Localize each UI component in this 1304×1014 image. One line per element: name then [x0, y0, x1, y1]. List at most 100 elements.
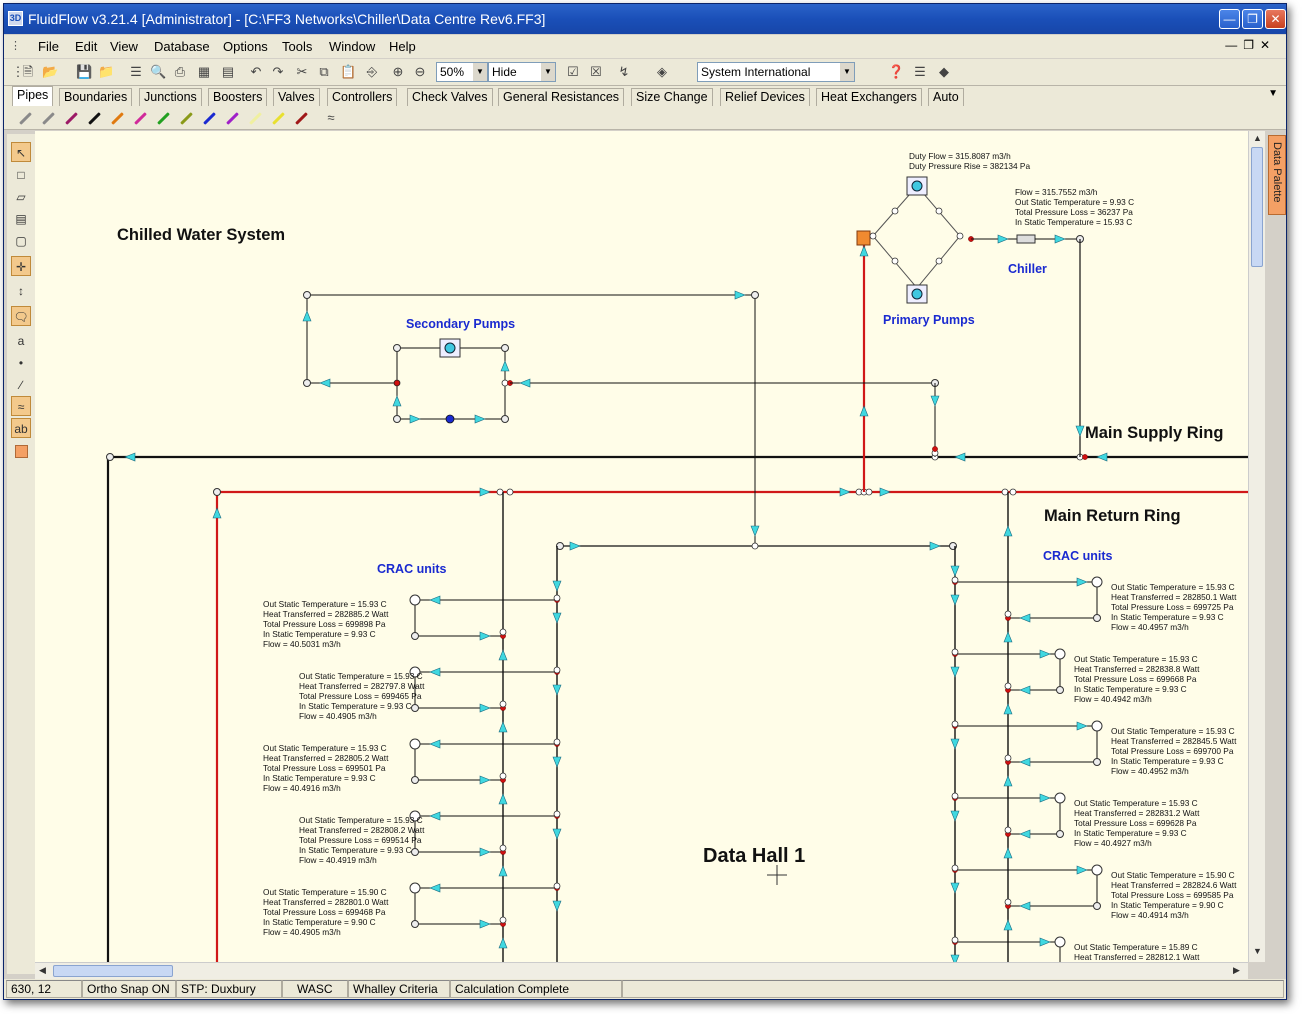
annotation-icon[interactable]: 🗨 — [11, 306, 31, 326]
tab-boundaries[interactable]: Boundaries — [59, 88, 133, 106]
new-file-icon[interactable]: 🗎 — [22, 64, 34, 79]
copy-icon[interactable]: ⧉ — [319, 64, 329, 79]
tab-junctions[interactable]: Junctions — [139, 88, 202, 106]
pipe-color-swatch[interactable] — [272, 112, 285, 125]
status-snap[interactable]: Ortho Snap ON — [82, 980, 176, 998]
resize-icon[interactable]: ▢ — [15, 234, 27, 248]
tab-check-valves[interactable]: Check Valves — [407, 88, 493, 106]
tab-heat-exchangers[interactable]: Heat Exchangers — [816, 88, 922, 106]
pipe-color-swatch[interactable] — [203, 112, 216, 125]
mdi-window-controls[interactable]: —❐✕ — [1225, 38, 1276, 52]
move-icon[interactable]: ✛ — [11, 256, 31, 276]
flow-arrow-icon — [950, 666, 960, 678]
pipe-color-swatch[interactable] — [180, 112, 193, 125]
node-icon[interactable]: • — [18, 356, 24, 370]
scroll-left-icon[interactable]: ◀ — [39, 965, 46, 975]
scroll-right-icon[interactable]: ▶ — [1233, 965, 1240, 975]
pipe-color-swatch[interactable] — [134, 112, 147, 125]
print-icon[interactable]: ⎙ — [174, 64, 186, 79]
flow-arrow-icon — [1019, 685, 1031, 695]
pipe-color-swatch[interactable] — [65, 112, 78, 125]
open-folder-icon[interactable]: 📂 — [42, 64, 59, 79]
pipe-color-swatch[interactable] — [295, 112, 308, 125]
menu-view[interactable]: View — [110, 39, 138, 54]
menu-window[interactable]: Window — [329, 39, 376, 54]
display-select[interactable]: Hide▼ — [488, 62, 556, 82]
tab-general-resistances[interactable]: General Resistances — [498, 88, 625, 106]
tab-auto[interactable]: Auto — [928, 88, 964, 106]
pipe-color-swatch[interactable] — [249, 112, 262, 125]
zoom-out-icon[interactable]: ⊖ — [414, 64, 426, 79]
freeform-select-icon[interactable]: ▱ — [16, 190, 26, 204]
pipe-color-swatch[interactable] — [111, 112, 124, 125]
select-pointer-icon[interactable]: ↖ — [11, 142, 31, 162]
flow-arrow-icon — [500, 360, 510, 372]
tab-relief-devices[interactable]: Relief Devices — [720, 88, 810, 106]
data-palette-tab[interactable]: Data Palette — [1268, 135, 1286, 215]
maximize-button[interactable]: ❐ — [1242, 9, 1263, 29]
redo-icon[interactable]: ↷ — [272, 64, 284, 79]
label-a-icon[interactable]: a — [17, 334, 25, 348]
chevron-down-icon: ▼ — [473, 63, 487, 81]
export-icon[interactable]: ▦ — [197, 64, 211, 79]
pipe-draw-icon[interactable]: ≈ — [11, 396, 31, 416]
help-book-icon[interactable]: ❓ — [888, 64, 905, 79]
flexible-pipe-icon[interactable]: ≈ — [327, 110, 335, 125]
vertical-scrollbar[interactable]: ▲ ▼ — [1248, 131, 1265, 962]
vertical-scroll-thumb[interactable] — [1251, 147, 1263, 267]
scroll-down-icon[interactable]: ▼ — [1253, 946, 1262, 956]
menu-edit[interactable]: Edit — [75, 39, 98, 54]
menu-tools[interactable]: Tools — [282, 39, 313, 54]
tab-dropdown-icon[interactable]: ▼ — [1268, 88, 1278, 99]
scroll-up-icon[interactable]: ▲ — [1253, 133, 1262, 143]
save-icon[interactable]: 💾 — [76, 64, 93, 79]
print-preview-icon[interactable]: 🔍 — [150, 64, 167, 79]
menu-file[interactable]: File — [38, 39, 59, 54]
units-select[interactable]: System International▼ — [697, 62, 855, 82]
cut-icon[interactable]: ✂ — [296, 64, 308, 79]
undo-icon[interactable]: ↶ — [250, 64, 262, 79]
line-tool-icon[interactable]: ∕ — [19, 378, 22, 392]
tab-pipes[interactable]: Pipes — [12, 86, 54, 106]
menu-options[interactable]: Options — [223, 39, 268, 54]
minimize-button[interactable]: — — [1219, 9, 1240, 29]
tab-controllers[interactable]: Controllers — [327, 88, 398, 106]
crac-unit-icon — [409, 666, 421, 678]
pipe-color-swatch[interactable] — [88, 112, 101, 125]
chiller-exchanger-icon — [1016, 234, 1036, 244]
pipe-color-swatch[interactable] — [19, 112, 32, 125]
pipe-color-swatch[interactable] — [226, 112, 239, 125]
title-bar[interactable]: 3D FluidFlow v3.21.4 [Administrator] - [… — [4, 4, 1286, 34]
close-button[interactable]: ✕ — [1265, 9, 1286, 29]
clear-results-icon[interactable]: ☒ — [590, 64, 602, 79]
save-all-icon[interactable]: 📁 — [98, 64, 115, 79]
align-icon[interactable]: ↕ — [18, 284, 24, 298]
text-box-icon[interactable]: ▤ — [15, 212, 27, 226]
select-rectangle-icon[interactable]: □ — [17, 168, 25, 182]
tab-boosters[interactable]: Boosters — [208, 88, 268, 106]
checklist-icon[interactable]: ☑ — [567, 64, 579, 79]
fill-color-icon[interactable] — [11, 440, 31, 460]
tab-size-change[interactable]: Size Change — [631, 88, 713, 106]
find-icon[interactable]: ⎆ — [366, 64, 378, 79]
properties-icon[interactable]: ☰ — [130, 64, 142, 79]
horizontal-scrollbar[interactable]: ◀ ▶ — [35, 962, 1248, 979]
menu-help[interactable]: Help — [389, 39, 416, 54]
junction-node — [1001, 488, 1009, 496]
horizontal-scroll-thumb[interactable] — [53, 965, 173, 977]
menu-database[interactable]: Database — [154, 39, 210, 54]
flow-arrow-icon — [498, 865, 508, 877]
notes-icon[interactable]: ☰ — [914, 64, 926, 79]
eraser-icon[interactable]: ◈ — [657, 64, 667, 79]
text-ab-icon[interactable]: ab — [11, 418, 31, 438]
calculate-icon[interactable]: ↯ — [618, 64, 630, 79]
wizard-icon[interactable]: ◆ — [939, 64, 949, 79]
pipe-color-swatch[interactable] — [157, 112, 170, 125]
report-icon[interactable]: ▤ — [221, 64, 235, 79]
paste-icon[interactable]: 📋 — [340, 64, 357, 79]
zoom-select[interactable]: 50%▼ — [436, 62, 488, 82]
zoom-in-icon[interactable]: ⊕ — [392, 64, 404, 79]
pipe-color-swatch[interactable] — [42, 112, 55, 125]
tab-valves[interactable]: Valves — [273, 88, 320, 106]
